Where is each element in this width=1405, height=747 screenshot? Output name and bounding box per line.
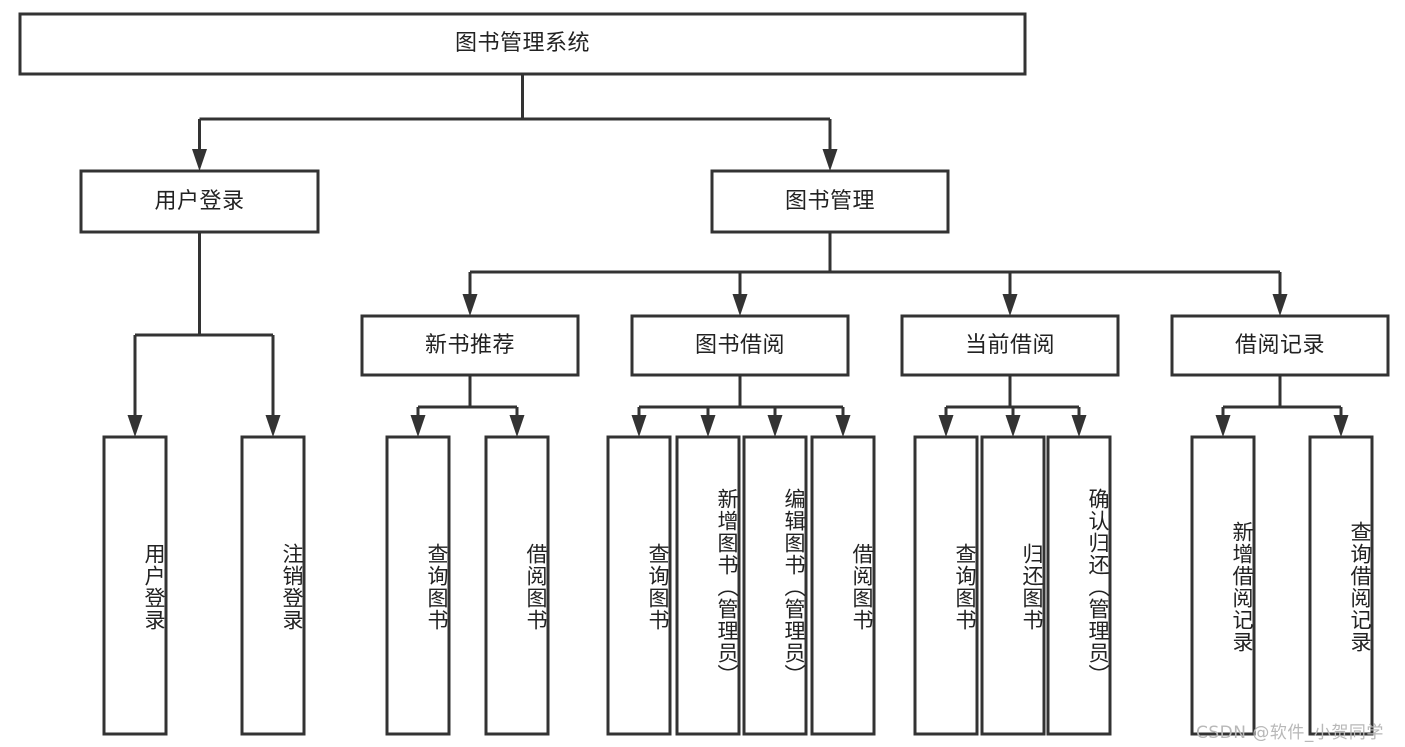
arrow-head-icon-leaf-user-login: [127, 415, 143, 437]
node-box-leaf-confirm-return[interactable]: [1046, 435, 1112, 736]
node-box-root[interactable]: [18, 12, 1027, 76]
node-box-leaf-add-book[interactable]: [675, 435, 741, 736]
node-box-book-borrow[interactable]: [630, 314, 850, 377]
arrow-head-icon-book-manage: [822, 149, 838, 171]
node-box-borrow-record[interactable]: [1170, 314, 1390, 377]
arrow-head-icon-leaf-confirm-return: [1071, 415, 1087, 437]
arrow-head-icon-current-borrow: [1002, 294, 1018, 316]
node-box-leaf-edit-book[interactable]: [742, 435, 808, 736]
arrow-head-icon-book-borrow: [732, 294, 748, 316]
node-box-book-manage[interactable]: [710, 169, 950, 234]
node-box-leaf-borrow-book-rec[interactable]: [484, 435, 550, 736]
arrow-head-icon-leaf-borrow-book-rec: [509, 415, 525, 437]
arrow-head-icon-leaf-query-book-rec: [410, 415, 426, 437]
arrow-head-icon-leaf-query-record: [1333, 415, 1349, 437]
arrow-head-icon-leaf-return-book: [1005, 415, 1021, 437]
node-box-leaf-return-book[interactable]: [980, 435, 1046, 736]
arrow-head-icon-new-book-recommend: [462, 294, 478, 316]
node-box-user-login[interactable]: [79, 169, 320, 234]
node-box-current-borrow[interactable]: [900, 314, 1120, 377]
arrow-head-icon-leaf-add-record: [1215, 415, 1231, 437]
arrow-head-icon-leaf-logout: [265, 415, 281, 437]
node-box-leaf-logout[interactable]: [240, 435, 306, 736]
node-box-leaf-borrow-book[interactable]: [810, 435, 876, 736]
arrow-head-icon-leaf-edit-book: [767, 415, 783, 437]
arrow-head-icon-borrow-record: [1272, 294, 1288, 316]
node-box-leaf-query-book-rec[interactable]: [385, 435, 451, 736]
arrow-head-icon-leaf-borrow-book: [835, 415, 851, 437]
arrow-head-icon-leaf-add-book: [700, 415, 716, 437]
arrow-head-icon-leaf-query-book-cur: [938, 415, 954, 437]
node-box-leaf-query-book-borrow[interactable]: [606, 435, 672, 736]
arrow-head-icon-user-login: [192, 149, 207, 171]
node-box-leaf-user-login[interactable]: [102, 435, 168, 736]
node-box-leaf-query-book-cur[interactable]: [913, 435, 979, 736]
node-box-leaf-query-record[interactable]: [1308, 435, 1374, 736]
node-box-new-book-recommend[interactable]: [360, 314, 580, 377]
arrow-head-icon-leaf-query-book-borrow: [631, 415, 647, 437]
node-box-leaf-add-record[interactable]: [1190, 435, 1256, 736]
